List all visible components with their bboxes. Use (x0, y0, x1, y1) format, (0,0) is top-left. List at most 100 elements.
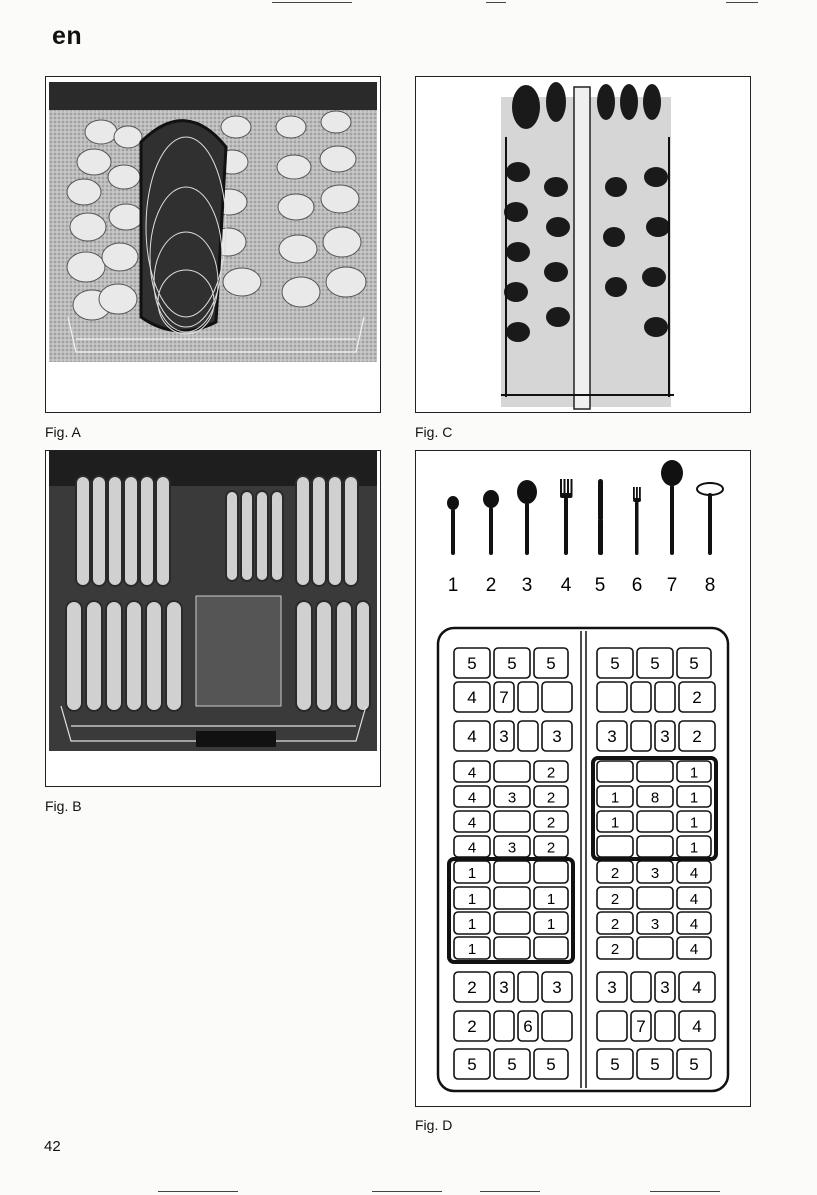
bottom-rule (650, 1191, 720, 1192)
tray-slot-label: 5 (507, 1055, 516, 1074)
tray-slot (597, 761, 633, 782)
tray-slot-label: 2 (547, 790, 555, 807)
tray-slot-label: 5 (610, 654, 619, 673)
figure-b-frame (45, 450, 381, 787)
cutlery-number-1: 1 (448, 575, 459, 596)
cutlery-number-5: 5 (595, 575, 606, 596)
tray-slot-label: 5 (546, 654, 555, 673)
tray-slot (494, 811, 530, 832)
small-fork-icon (633, 487, 641, 555)
tray-slot-label: 2 (611, 916, 619, 933)
top-rule (486, 2, 506, 3)
figure-b-caption: Fig. B (45, 798, 82, 814)
tray-slot-label: 5 (507, 654, 516, 673)
tray-slot-label: 1 (690, 815, 698, 832)
tray-slot (534, 861, 568, 883)
tray-slot-label: 3 (660, 978, 669, 997)
tray-slot (494, 937, 530, 959)
fork-icon (560, 479, 573, 555)
tray-slot (494, 887, 530, 909)
tray-slot-label: 1 (611, 790, 619, 807)
tray-slot-label: 7 (499, 688, 508, 707)
figure-c-frame (415, 76, 751, 413)
cutlery-number-2: 2 (486, 575, 497, 596)
tray-slot-label: 6 (523, 1017, 532, 1036)
cutlery-number-4: 4 (561, 575, 572, 596)
tray-slot-label: 2 (467, 978, 476, 997)
tray-slot-label: 4 (468, 840, 476, 857)
tray-slot (637, 836, 673, 857)
tray-slot-label: 2 (611, 941, 619, 958)
tray-slot-label: 3 (508, 840, 516, 857)
tray-slot-label: 4 (468, 815, 476, 832)
tray-slot-label: 3 (660, 727, 669, 746)
tray-slot-label: 4 (690, 891, 698, 908)
tray-slot-label: 4 (467, 688, 476, 707)
tray-slot (518, 721, 538, 751)
tray-slot-label: 2 (547, 815, 555, 832)
tray-slot (637, 761, 673, 782)
tray-slot-label: 2 (692, 688, 701, 707)
dessert-spoon-icon (483, 490, 499, 555)
tray-slot-label: 3 (508, 790, 516, 807)
tray-slot (494, 761, 530, 782)
tray-slot-label: 2 (547, 840, 555, 857)
upper-basket-photo (46, 77, 380, 412)
knife-icon (598, 479, 603, 555)
figure-a-caption: Fig. A (45, 424, 81, 440)
tray-slot-label: 5 (467, 654, 476, 673)
tray-slot-label: 5 (467, 1055, 476, 1074)
tray-slot-label: 4 (690, 865, 698, 882)
tray-slot-label: 2 (692, 727, 701, 746)
cutlery-number-6: 6 (632, 575, 643, 596)
tray-slot (597, 682, 627, 712)
tray-slot-label: 3 (607, 978, 616, 997)
cutlery-number-7: 7 (667, 575, 678, 596)
tray-slot (494, 912, 530, 934)
figure-d-frame: 12345678 5554743342432424321111112332655… (415, 450, 751, 1107)
tray-slot-label: 3 (552, 727, 561, 746)
tray-slot (631, 972, 651, 1002)
tray-slot-label: 4 (692, 978, 701, 997)
tray-slot-label: 4 (468, 790, 476, 807)
tray-slot-label: 1 (690, 765, 698, 782)
tray-slot-label: 5 (610, 1055, 619, 1074)
cutlery-layout-diagram: 12345678 5554743342432424321111112332655… (416, 451, 750, 1106)
tray-slot-label: 8 (651, 790, 659, 807)
tray-slot (637, 811, 673, 832)
tray-slot-label: 4 (690, 941, 698, 958)
tray-slot-label: 2 (611, 891, 619, 908)
serving-spoon-icon (661, 460, 683, 555)
tablespoon-icon (517, 480, 537, 555)
tray-slot-label: 3 (499, 727, 508, 746)
cutlery-number-8: 8 (705, 575, 716, 596)
lower-basket-photo (46, 451, 380, 786)
tray-slot (637, 887, 673, 909)
tray-slot-label: 5 (650, 654, 659, 673)
tray-slot (534, 937, 568, 959)
tray-slot (631, 682, 651, 712)
tray-slot-label: 2 (467, 1017, 476, 1036)
tray-slot (494, 861, 530, 883)
tray-slot-label: 3 (607, 727, 616, 746)
figure-a-frame (45, 76, 381, 413)
tray-slot-label: 3 (499, 978, 508, 997)
tray-slot-label: 4 (467, 727, 476, 746)
teaspoon-icon (447, 496, 459, 555)
tray-slot-label: 4 (692, 1017, 701, 1036)
tray-slot-label: 1 (547, 916, 555, 933)
page-number: 42 (44, 1138, 61, 1155)
tray-slot (631, 721, 651, 751)
cutlery-basket-photo (416, 77, 750, 412)
tray-slot-label: 4 (690, 916, 698, 933)
top-rule (272, 2, 352, 3)
tray-slot (597, 836, 633, 857)
tray-slot-label: 1 (690, 840, 698, 857)
tray-slot-label: 1 (547, 891, 555, 908)
top-rule (726, 2, 758, 3)
bottom-rule (480, 1191, 540, 1192)
tray-slot (597, 1011, 627, 1041)
tray-slot-label: 1 (468, 916, 476, 933)
tray-slot-label: 5 (546, 1055, 555, 1074)
tray-slot-label: 3 (552, 978, 561, 997)
